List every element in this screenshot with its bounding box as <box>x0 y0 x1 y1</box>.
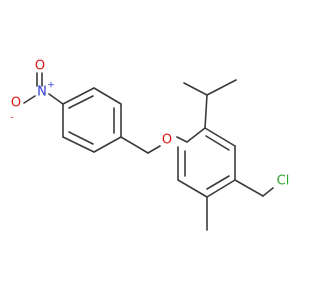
ring1-bond-e <box>62 136 95 153</box>
bond-isopropyl-methyl-left <box>183 82 208 96</box>
bond-ch2-cl <box>262 187 274 197</box>
atom-label-nitro-o-top: O <box>35 59 45 74</box>
charge-nitro-o-bottom: - <box>10 113 13 123</box>
bond-isopropyl-methyl-right <box>206 79 237 96</box>
atom-labels: O N + O - O Cl <box>10 59 289 189</box>
ring1-bond-a-inner <box>68 95 94 109</box>
ring2-bond-d <box>206 179 236 198</box>
atom-label-ether-o: O <box>162 133 172 148</box>
bond-ring-ch2 <box>120 136 149 154</box>
ring2-bond-a <box>186 127 206 143</box>
bond-ring-ch2cl <box>234 179 264 197</box>
bond-ring-isopropyl <box>204 94 208 129</box>
bond-ch2-o <box>147 145 161 154</box>
atom-label-chlorine: Cl <box>277 174 290 189</box>
ring2-bond-d-inner <box>206 175 230 190</box>
ring1-bond-a <box>62 87 95 105</box>
ring2-bond-e <box>177 179 208 198</box>
bond-n-o-bottom <box>23 95 36 104</box>
charge-nitro-n: + <box>47 81 55 91</box>
ring2-bond-b-inner <box>205 135 230 151</box>
atom-label-nitro-o-bottom: O <box>11 96 21 111</box>
molecule-diagram: O N + O - O Cl <box>10 58 290 231</box>
bonds <box>23 72 274 231</box>
atom-label-nitro-n: N <box>37 85 47 100</box>
ring1-bond-d <box>93 136 122 153</box>
bond-n-ring <box>48 93 64 105</box>
ring2-bond-b <box>204 127 236 147</box>
ring1-bond-b <box>93 87 122 105</box>
ring1-bond-e-inner <box>68 131 94 145</box>
bond-o-ring2 <box>176 136 188 143</box>
structure-drawing: O N + O - O Cl <box>10 59 289 231</box>
